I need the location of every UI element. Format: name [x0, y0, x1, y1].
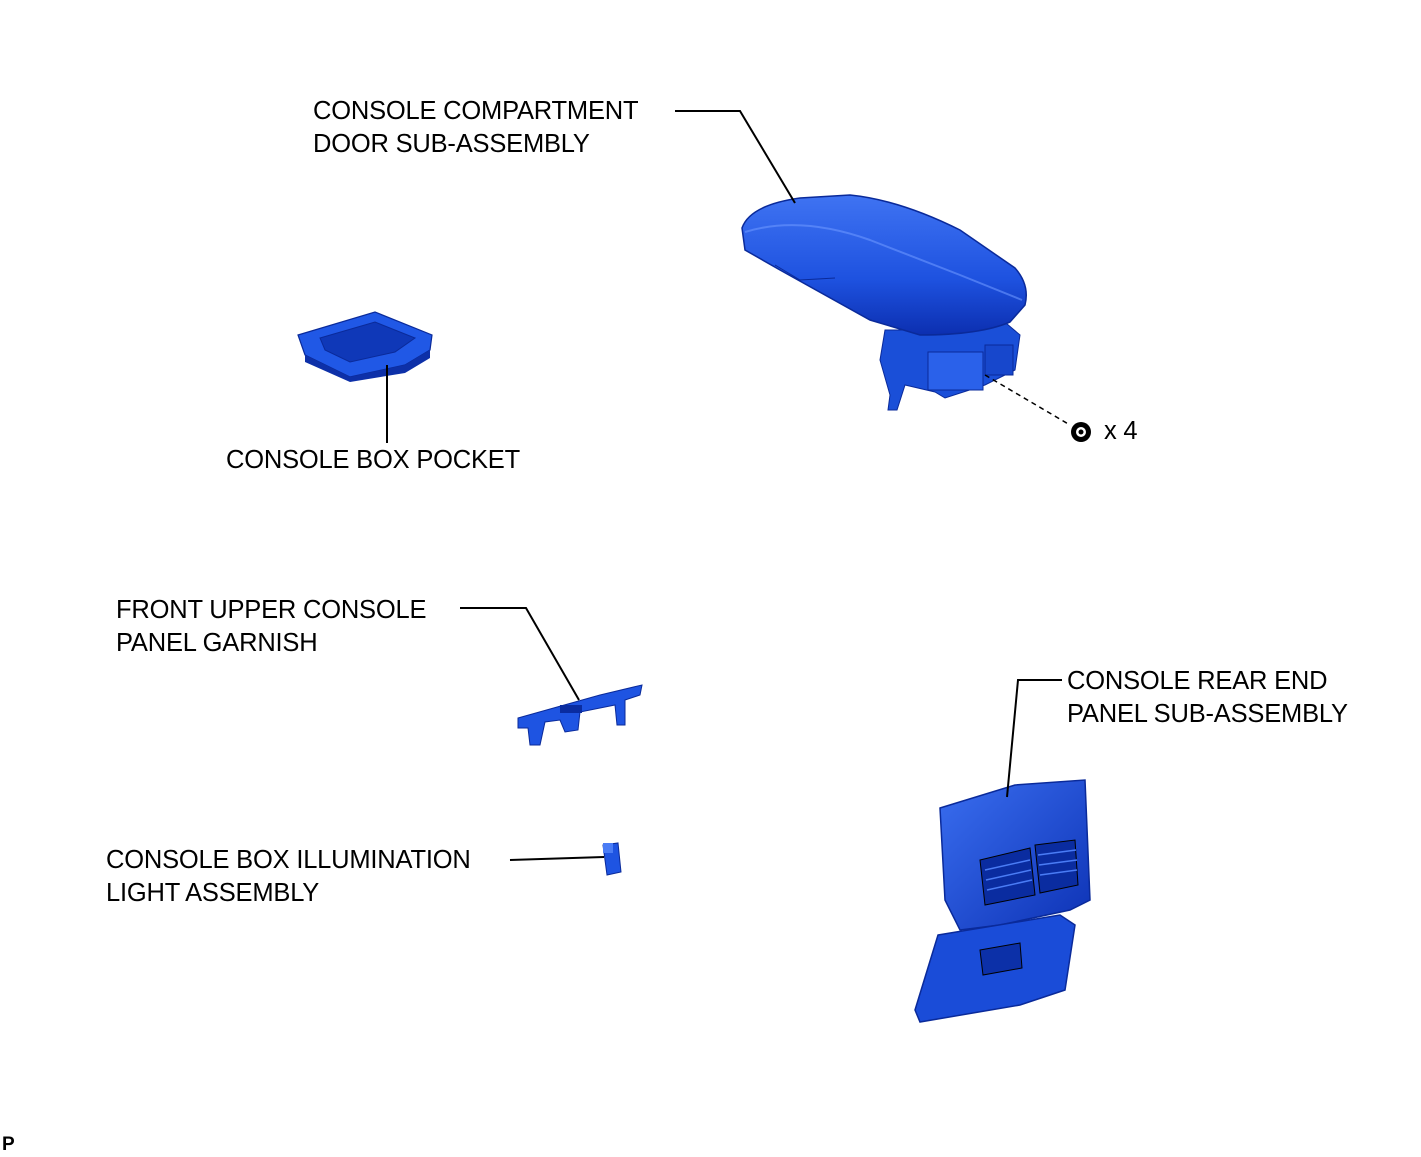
console-box-pocket-part	[297, 311, 433, 382]
leader-illumination-light	[509, 856, 605, 861]
front-upper-console-panel-garnish-part	[517, 684, 643, 746]
screw-icon	[1071, 422, 1091, 442]
label-screw-quantity: x 4	[1104, 417, 1138, 445]
leader-upper-garnish	[460, 607, 580, 701]
leader-lines	[386, 110, 1062, 861]
console-compartment-door-part	[741, 194, 1027, 411]
label-console-compartment-door: CONSOLE COMPARTMENT DOOR SUB-ASSEMBLY	[313, 97, 639, 158]
label-console-rear-end-panel: CONSOLE REAR END PANEL SUB-ASSEMBLY	[1067, 667, 1348, 728]
leader-rear-end-panel	[1006, 679, 1062, 798]
screw-dashed-leader	[984, 374, 1071, 426]
leader-compartment-door	[675, 110, 796, 204]
label-console-box-illumination-light: CONSOLE BOX ILLUMINATION LIGHT ASSEMBLY	[106, 846, 471, 907]
corner-mark: P	[2, 1134, 15, 1155]
label-console-box-pocket: CONSOLE BOX POCKET	[226, 446, 520, 474]
console-rear-end-panel-part	[914, 779, 1091, 1023]
console-box-illumination-light-part	[602, 842, 622, 876]
label-front-upper-console-panel-garnish: FRONT UPPER CONSOLE PANEL GARNISH	[116, 596, 427, 657]
